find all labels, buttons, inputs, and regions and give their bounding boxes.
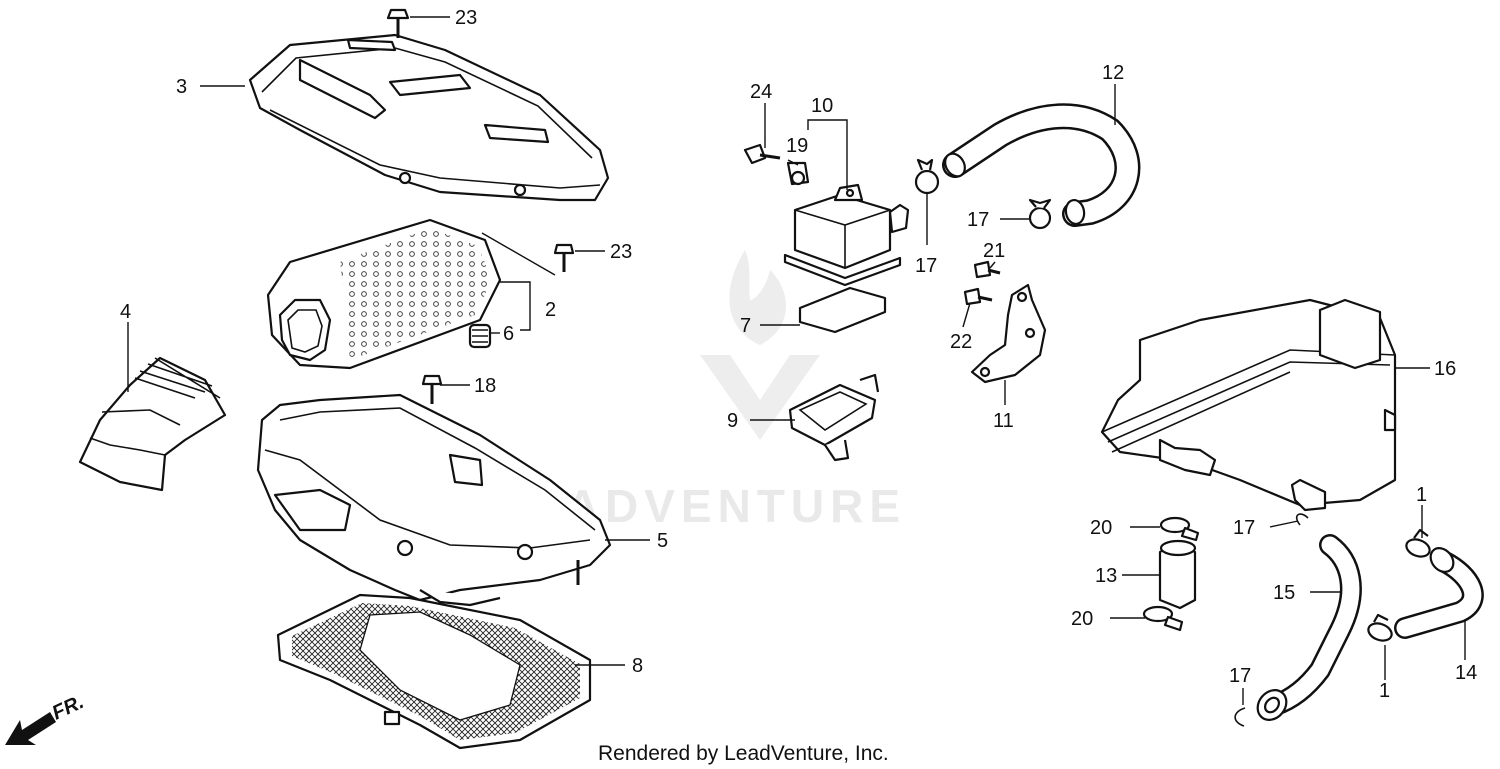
bolt-18	[421, 374, 443, 404]
callout-19: 19	[786, 135, 808, 157]
callout-1-lower: 1	[1379, 680, 1390, 702]
drain-plug-6	[468, 323, 492, 349]
callout-1-upper: 1	[1416, 484, 1427, 506]
callout-24: 24	[750, 81, 772, 103]
callout-6: 6	[503, 323, 514, 345]
watermark-logo	[700, 250, 820, 440]
clip-17-middle	[1295, 513, 1309, 526]
hose-12	[942, 103, 1141, 227]
callout-3: 3	[176, 76, 187, 98]
screen-mesh	[276, 593, 592, 750]
callout-11: 11	[993, 410, 1014, 432]
clip-17-upper	[914, 158, 940, 195]
callout-7: 7	[740, 315, 751, 337]
cover-9	[788, 373, 880, 462]
callout-17-middle: 17	[1233, 517, 1255, 539]
callout-15: 15	[1273, 582, 1295, 604]
callout-20-upper: 20	[1090, 517, 1112, 539]
grommet-19	[786, 161, 810, 186]
callout-17-lower: 17	[1229, 665, 1251, 687]
callout-8: 8	[632, 655, 643, 677]
air-filter-element	[266, 218, 502, 370]
hose-clamp-1-upper	[1405, 528, 1431, 558]
bolt-24	[743, 143, 781, 165]
bolt-22	[963, 287, 993, 306]
callout-21: 21	[983, 240, 1005, 262]
callout-23-top: 23	[455, 7, 477, 29]
callout-17-right: 17	[967, 209, 989, 231]
hose-14	[1394, 547, 1484, 639]
callout-22: 22	[950, 331, 972, 353]
bolt-21	[973, 260, 1001, 279]
callout-17-upper: 17	[915, 255, 937, 277]
callout-18: 18	[474, 375, 496, 397]
clamp-20-lower	[1142, 605, 1184, 632]
callout-5: 5	[657, 530, 668, 552]
tube-13	[1158, 539, 1197, 610]
callout-16: 16	[1434, 358, 1456, 380]
bolt-23-side	[553, 243, 575, 272]
callout-2: 2	[545, 299, 556, 321]
footer-credit: Rendered by LeadVenture, Inc.	[598, 742, 889, 765]
hose-15	[1256, 534, 1362, 721]
hose-clamp-1-lower	[1367, 613, 1393, 642]
bolt-23-top	[386, 8, 410, 38]
breather-box-10	[783, 183, 910, 287]
callout-23-side: 23	[610, 241, 632, 263]
air-cleaner-cover	[248, 33, 610, 202]
tank-16	[1100, 298, 1397, 512]
leader-lines	[127, 16, 1466, 705]
bracket-11	[970, 283, 1047, 384]
front-direction-arrow	[5, 712, 56, 745]
clip-17-lower	[1234, 707, 1246, 727]
callout-4: 4	[120, 301, 131, 323]
callout-9: 9	[727, 410, 738, 432]
callout-14: 14	[1455, 662, 1477, 684]
callout-20-lower: 20	[1071, 608, 1093, 630]
clamp-20-upper	[1159, 516, 1200, 542]
air-cleaner-case	[256, 393, 612, 607]
pad-7	[798, 286, 887, 334]
clip-17-right	[1028, 198, 1052, 230]
front-direction-label: FR.	[49, 691, 87, 725]
callout-12: 12	[1102, 62, 1124, 84]
callout-10: 10	[811, 95, 833, 117]
callout-13: 13	[1095, 565, 1117, 587]
intake-duct	[78, 356, 227, 492]
